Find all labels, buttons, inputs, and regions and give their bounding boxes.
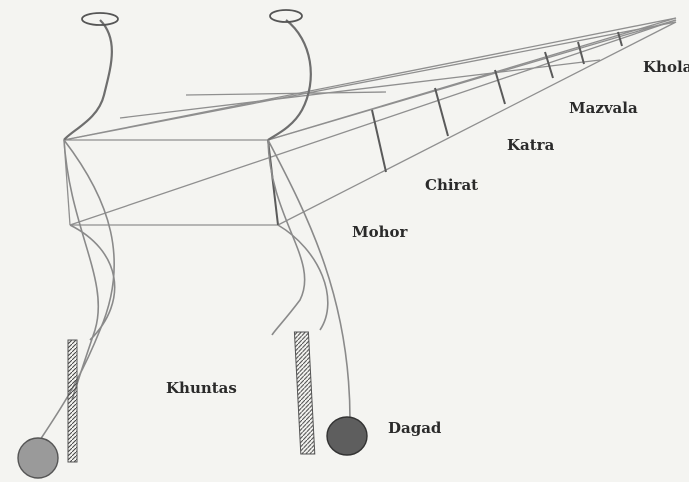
label-chirat: Chirat [425, 176, 478, 194]
label-mazvala: Mazvala [569, 99, 638, 117]
right-stone-icon [327, 417, 367, 455]
label-dagad: Dagad [388, 419, 442, 437]
label-khola: Khola [643, 58, 689, 76]
left-stone-icon [18, 438, 58, 478]
left-post [68, 340, 77, 462]
label-khuntas: Khuntas [166, 379, 237, 397]
label-mohor: Mohor [352, 223, 409, 241]
label-katra: Katra [507, 136, 555, 154]
